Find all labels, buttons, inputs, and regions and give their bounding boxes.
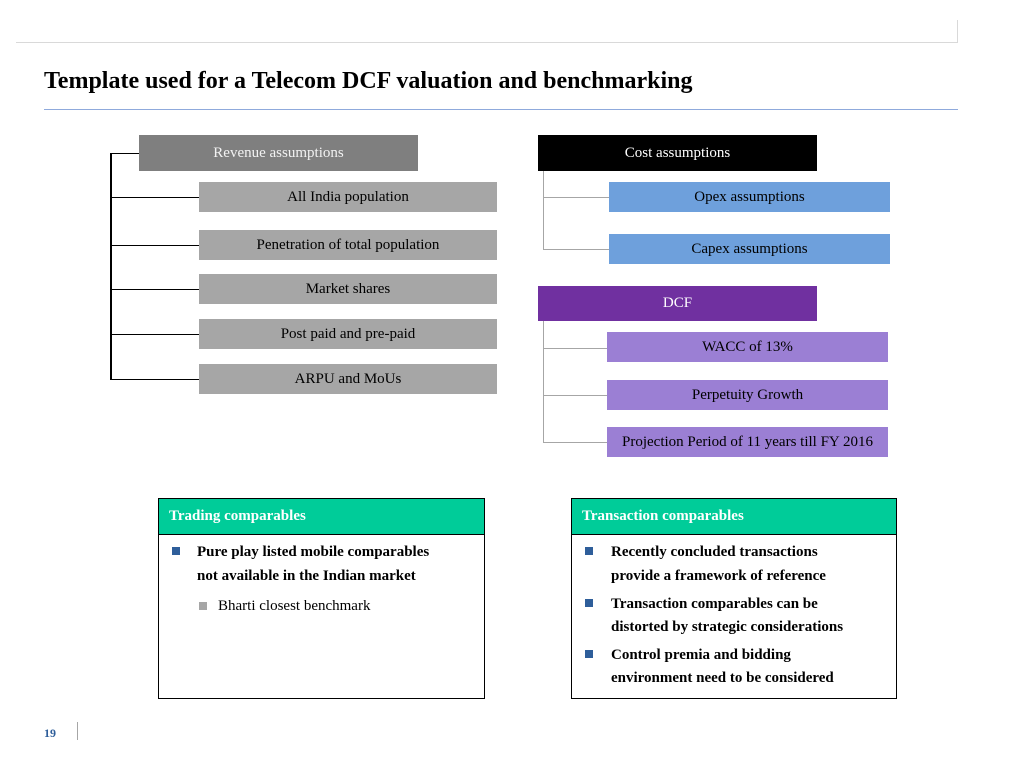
sub-bullet-square-icon — [199, 602, 207, 610]
cost-item-capex: Capex assumptions — [609, 234, 890, 264]
revenue-connector-2 — [110, 245, 199, 246]
transaction-comparables-panel: Transaction comparables — [571, 498, 897, 699]
revenue-assumptions-header: Revenue assumptions — [139, 135, 418, 171]
title-underline — [44, 109, 958, 110]
transaction-bullet-3-line-1: Control premia and bidding — [611, 647, 791, 663]
revenue-connector-vertical — [110, 153, 112, 380]
transaction-bullet-1-line-1: Recently concluded transactions — [611, 544, 818, 560]
cost-connector-1 — [543, 197, 609, 198]
transaction-bullet-3-line-2: environment need to be considered — [611, 670, 834, 686]
cost-item-opex: Opex assumptions — [609, 182, 890, 212]
transaction-bullet-2-line-1: Transaction comparables can be — [611, 596, 818, 612]
cost-connector-2 — [543, 249, 609, 250]
dcf-item-perpetuity-growth: Perpetuity Growth — [607, 380, 888, 410]
revenue-connector-5 — [110, 379, 199, 380]
trading-bullet-1-line-2: not available in the Indian market — [197, 568, 416, 584]
dcf-connector-2 — [543, 395, 607, 396]
dcf-item-projection-period: Projection Period of 11 years till FY 20… — [607, 427, 888, 457]
trading-sub-bullet-1: Bharti closest benchmark — [218, 598, 371, 614]
top-rule — [16, 42, 958, 43]
bullet-square-icon — [585, 599, 593, 607]
revenue-item-arpu-mous: ARPU and MoUs — [199, 364, 497, 394]
trading-comparables-panel: Trading comparables — [158, 498, 485, 699]
dcf-connector-3 — [543, 442, 607, 443]
revenue-item-market-shares: Market shares — [199, 274, 497, 304]
page-number: 19 — [44, 726, 56, 740]
transaction-bullet-1-line-2: provide a framework of reference — [611, 568, 826, 584]
transaction-bullet-2-line-2: distorted by strategic considerations — [611, 619, 844, 635]
dcf-item-wacc: WACC of 13% — [607, 332, 888, 362]
bullet-square-icon — [172, 547, 180, 555]
revenue-item-population: All India population — [199, 182, 497, 212]
revenue-item-penetration: Penetration of total population — [199, 230, 497, 260]
trading-bullet-1-line-1: Pure play listed mobile comparables — [197, 544, 430, 560]
dcf-header: DCF — [538, 286, 817, 321]
trading-comparables-header: Trading comparables — [159, 499, 484, 535]
revenue-connector-header — [110, 153, 140, 154]
revenue-item-postpaid-prepaid: Post paid and pre-paid — [199, 319, 497, 349]
revenue-connector-1 — [110, 197, 199, 198]
cost-connector-vertical — [543, 171, 544, 249]
bullet-square-icon — [585, 547, 593, 555]
top-rule-tick — [957, 20, 958, 43]
page-number-separator — [77, 722, 78, 740]
revenue-connector-4 — [110, 334, 199, 335]
dcf-connector-vertical — [543, 321, 544, 443]
bullet-square-icon — [585, 650, 593, 658]
dcf-connector-1 — [543, 348, 607, 349]
revenue-connector-3 — [110, 289, 199, 290]
page-title: Template used for a Telecom DCF valuatio… — [44, 68, 693, 94]
cost-assumptions-header: Cost assumptions — [538, 135, 817, 171]
transaction-comparables-header: Transaction comparables — [572, 499, 896, 535]
